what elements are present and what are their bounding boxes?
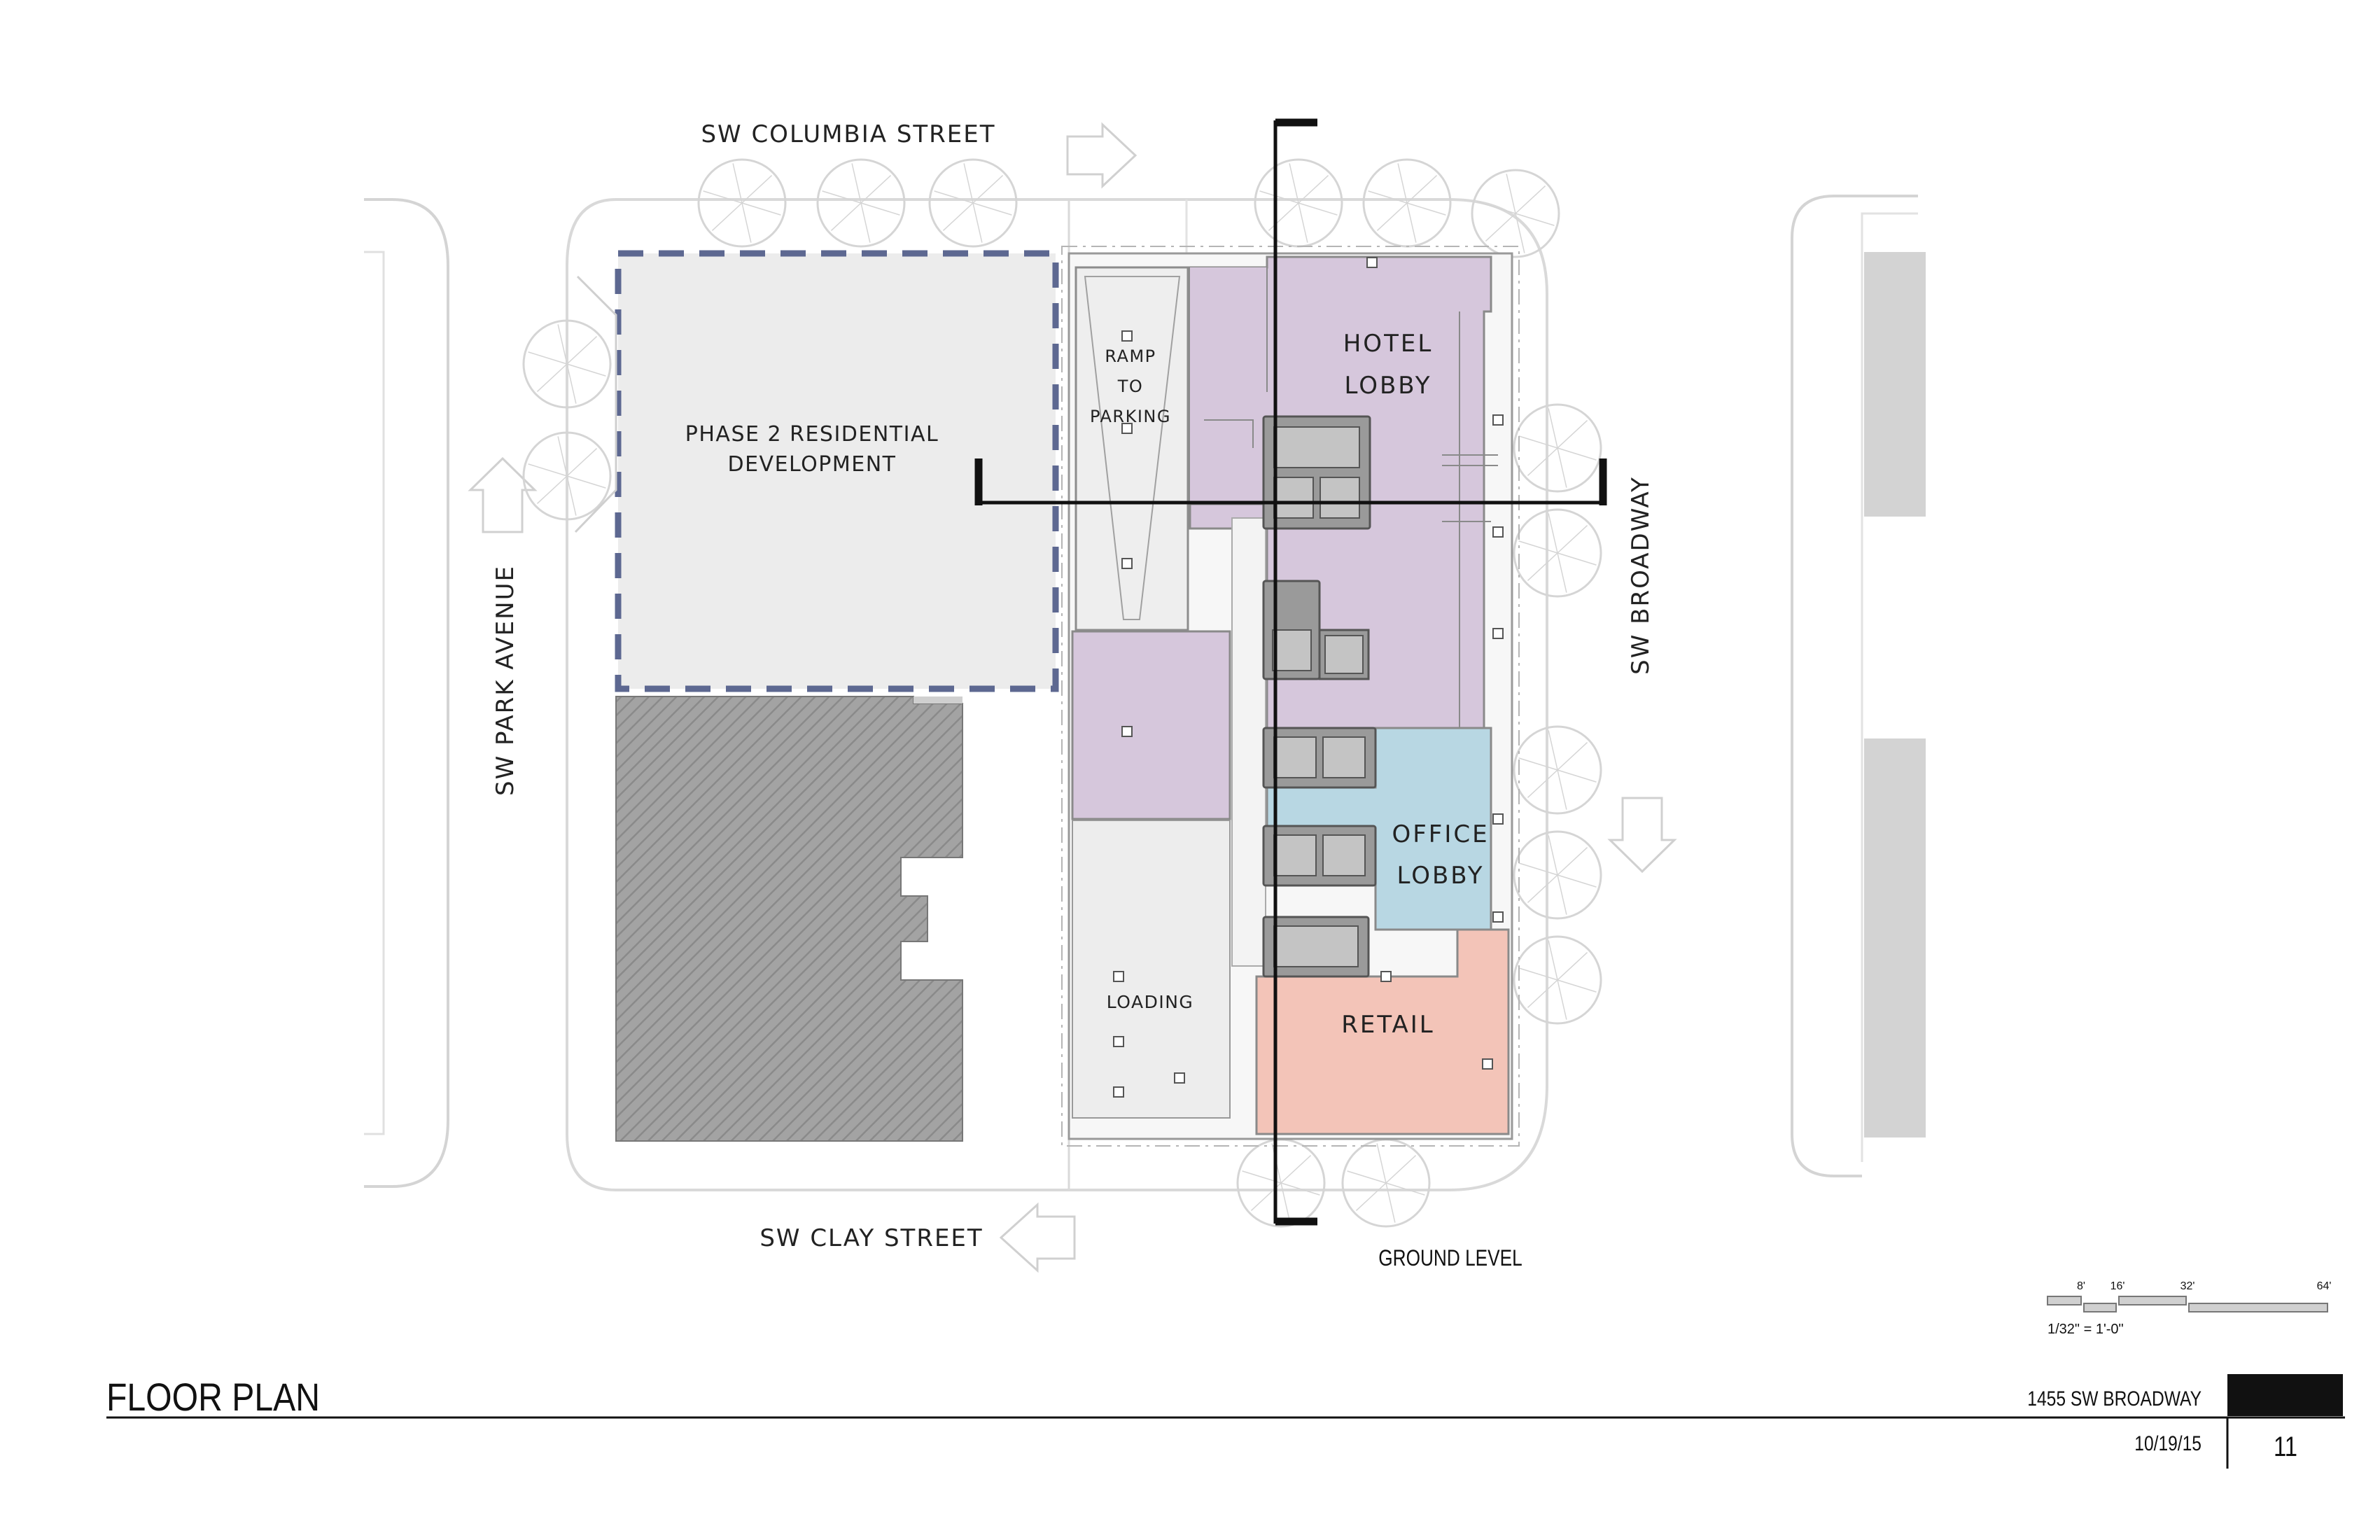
traffic-arrow-north-icon (468, 456, 538, 533)
loading-area (1072, 820, 1231, 1119)
ramp-label-line3: PARKING (1090, 407, 1171, 426)
scale-ratio: 1/32" = 1'-0" (2047, 1322, 2124, 1337)
tree-icon (1513, 830, 1602, 920)
tree-icon (1471, 169, 1560, 258)
column-marker (1113, 1036, 1124, 1047)
phase-2-label-line2: DEVELOPMENT (728, 452, 897, 477)
column-marker (1113, 1086, 1124, 1098)
existing-building (615, 696, 963, 1142)
street-label-east: SW BROADWAY (1627, 476, 1655, 675)
tree-icon (1513, 508, 1602, 598)
tree-icon (816, 158, 906, 248)
column-marker (1492, 628, 1504, 639)
column-marker (1492, 526, 1504, 538)
existing-building-setback (913, 696, 962, 704)
site-context (364, 122, 1926, 1273)
traffic-arrow-east-icon (1066, 122, 1138, 189)
east-context-block (1864, 738, 1926, 1138)
phase-2-site (618, 253, 1056, 689)
hotel-lobby-label-line1: HOTEL (1343, 330, 1434, 358)
column-marker (1492, 813, 1504, 825)
scale-bar: 8' 16' 32' 64' 1/32" = 1'-0" (2047, 1280, 2331, 1337)
hotel-lobby-label-line2: LOBBY (1344, 372, 1432, 400)
column-marker (1492, 911, 1504, 923)
street-labels: SW COLUMBIA STREET SW CLAY STREET SW PAR… (491, 120, 1655, 1252)
tree-icon (928, 158, 1018, 248)
ramp-label-line2: TO (1117, 377, 1144, 396)
parking-ramp (1074, 266, 1189, 631)
retail-label: RETAIL (1341, 1011, 1434, 1039)
scale-tick-64: 64' (2317, 1280, 2332, 1292)
project-name: 1455 SW BROADWAY (2027, 1387, 2202, 1410)
street-label-south: SW CLAY STREET (760, 1224, 983, 1252)
street-label-west: SW PARK AVENUE (491, 565, 519, 796)
office-lobby-label-line2: LOBBY (1396, 862, 1484, 890)
tree-icon (1513, 935, 1602, 1025)
level-label: GROUND LEVEL (1378, 1247, 1522, 1271)
column-marker (1492, 414, 1504, 426)
structural-columns (1113, 257, 1504, 1098)
tree-icon (522, 431, 612, 521)
east-context-block (1864, 252, 1926, 517)
column-marker (1121, 726, 1133, 737)
page-number: 11 (2274, 1431, 2297, 1462)
traffic-arrow-west-icon (999, 1202, 1076, 1273)
office-lobby-label-line1: OFFICE (1392, 820, 1489, 848)
column-marker (1174, 1072, 1185, 1084)
traffic-arrow-south-icon (1607, 797, 1677, 874)
column-marker (1366, 257, 1378, 268)
tree-icon (1513, 403, 1602, 493)
room-labels: PHASE 2 RESIDENTIAL DEVELOPMENT RAMP TO … (685, 330, 1489, 1039)
main-building (1061, 246, 1520, 1147)
sheet-title: FLOOR PLAN (106, 1376, 320, 1420)
column-marker (1121, 330, 1133, 342)
title-block: FLOOR PLAN 1455 SW BROADWAY 10/19/15 11 (106, 1374, 2345, 1469)
ramp-label-line1: RAMP (1105, 346, 1156, 366)
phase-2-label-line1: PHASE 2 RESIDENTIAL (685, 422, 939, 447)
scale-tick-16: 16' (2110, 1280, 2125, 1292)
hotel-west-wing (1071, 630, 1231, 820)
loading-label: LOADING (1107, 992, 1194, 1012)
column-marker (1121, 423, 1133, 434)
tree-icon (522, 319, 612, 409)
phase-2-boundary (615, 250, 1059, 692)
scale-tick-32: 32' (2180, 1280, 2195, 1292)
section-cut-lines (974, 118, 1607, 1226)
street-label-north: SW COLUMBIA STREET (701, 120, 995, 148)
title-block-tab (2227, 1374, 2343, 1416)
retail-area (1255, 928, 1510, 1135)
tree-icon (1513, 725, 1602, 815)
column-marker (1113, 971, 1124, 982)
sheet-date: 10/19/15 (2134, 1432, 2202, 1455)
column-marker (1121, 558, 1133, 569)
street-trees (522, 158, 1602, 1228)
column-marker (1380, 971, 1392, 982)
west-setback-edge (574, 275, 617, 533)
tree-icon (697, 158, 787, 248)
scale-tick-8: 8' (2077, 1280, 2085, 1292)
column-marker (1482, 1058, 1493, 1070)
